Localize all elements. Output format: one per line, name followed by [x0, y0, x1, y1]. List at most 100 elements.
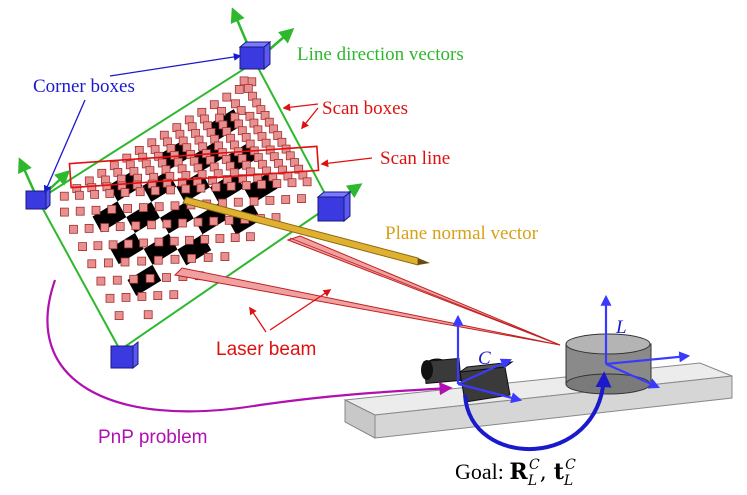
scan-box [200, 234, 210, 244]
scan-box [107, 204, 117, 214]
checker-square [127, 264, 162, 296]
scan-box [262, 166, 271, 176]
scan-box [100, 223, 110, 232]
label-laser-beam: Laser beam [216, 339, 316, 360]
scan-box [124, 239, 133, 249]
scan-box [211, 182, 221, 192]
scan-box [120, 257, 130, 267]
checker-square [143, 233, 178, 265]
scan-box [281, 195, 291, 204]
scan-box [121, 292, 131, 302]
scan-box [231, 99, 240, 109]
scan-box [234, 85, 244, 94]
scan-box [112, 275, 122, 285]
scan-box [59, 191, 69, 201]
scan-box [84, 223, 94, 233]
scan-box [236, 106, 246, 115]
scan-box [75, 190, 84, 200]
scan-box [90, 189, 99, 199]
scan-box [297, 194, 306, 204]
scan-box [203, 253, 213, 262]
scan-box [154, 202, 164, 212]
scan-box [169, 290, 179, 300]
scan-box [60, 207, 69, 217]
scan-box [170, 254, 180, 264]
scan-box [166, 185, 175, 195]
scan-box [135, 187, 145, 197]
scan-box [170, 201, 180, 211]
laser-beams [173, 235, 561, 346]
scan-box [96, 276, 106, 286]
label-camera-frame: C [478, 348, 491, 369]
scan-box [154, 237, 164, 247]
scan-box [162, 219, 172, 229]
scan-box [169, 236, 179, 246]
sensor-rail [343, 362, 733, 439]
scan-box [108, 240, 118, 250]
scan-box [249, 196, 259, 206]
scan-box [137, 292, 147, 301]
scan-box [193, 217, 203, 227]
scan-box [87, 259, 97, 269]
scan-box [114, 311, 124, 321]
scan-box [239, 76, 249, 86]
scan-box [245, 167, 255, 177]
checker-square [110, 233, 144, 265]
scan-box [93, 241, 103, 251]
scan-box [69, 224, 78, 234]
label-scan-line: Scan line [380, 148, 450, 169]
scan-box [245, 232, 255, 242]
annotation-arrows [43, 53, 373, 333]
scan-box [178, 218, 187, 228]
scan-box [226, 181, 236, 191]
scan-box [220, 252, 230, 262]
scan-box [75, 206, 85, 216]
plane-normal-vector [182, 196, 430, 266]
scan-box [145, 273, 155, 283]
scan-box [120, 188, 130, 198]
scan-box [105, 293, 115, 303]
pnp-arrow [46, 279, 453, 413]
scan-box [230, 233, 240, 243]
label-corner-boxes: Corner boxes [33, 76, 135, 97]
label-lidar-frame: L [615, 317, 627, 338]
corner-box-right [316, 190, 352, 223]
scan-box [139, 238, 149, 248]
goal-transform-arrow [463, 371, 612, 451]
scan-box [287, 178, 297, 188]
scan-box [162, 273, 171, 282]
scan-box [272, 179, 282, 189]
scan-box [278, 165, 288, 175]
corner-boxes [25, 40, 352, 370]
scan-box [131, 221, 141, 231]
scan-box [184, 235, 194, 245]
scan-box [138, 203, 148, 213]
scan-box [150, 186, 160, 196]
label-pnp-problem: PnP problem [98, 427, 208, 448]
scan-box [257, 180, 267, 189]
label-line-direction-vectors: Line direction vectors [297, 44, 464, 65]
scan-box [209, 216, 219, 226]
scan-box [215, 234, 225, 243]
scan-box [115, 222, 125, 232]
label-plane-normal-vector: Plane normal vector [385, 223, 539, 244]
scan-box [265, 195, 275, 205]
scan-box [78, 242, 87, 252]
scan-box [187, 253, 197, 263]
scan-box [105, 189, 115, 198]
scan-box [233, 197, 243, 207]
scan-box [243, 84, 253, 93]
scan-box [241, 180, 251, 190]
scan-box [91, 205, 101, 215]
calibration-board [36, 60, 333, 352]
scan-box [104, 258, 113, 268]
scan-box [196, 183, 206, 193]
scan-box [302, 177, 312, 187]
scan-box [222, 92, 232, 102]
laser-beam-2 [173, 267, 561, 346]
lidar-frame-axes [600, 294, 691, 389]
scan-box [137, 256, 147, 266]
scan-box [129, 274, 139, 284]
scan-box [123, 204, 132, 213]
